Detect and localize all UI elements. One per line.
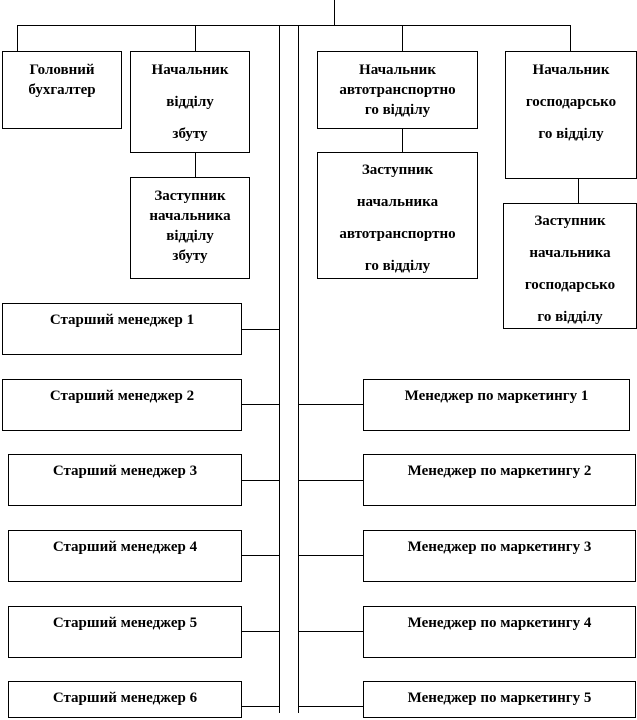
connector-line	[195, 25, 196, 51]
marketing-manager-box: Менеджер по маркетингу 3	[363, 530, 636, 582]
senior-manager-box: Старший менеджер 3	[8, 454, 242, 506]
box-text: бухгалтер	[28, 82, 96, 98]
box-text: Старший менеджер 5	[52, 615, 198, 631]
box-text: Старший менеджер 2	[49, 388, 195, 404]
connector-line	[298, 706, 363, 707]
connector-line	[17, 25, 18, 51]
box-text: автотранспортно	[339, 82, 456, 98]
box-text: Головний	[29, 62, 95, 78]
box-text: Старший менеджер 3	[52, 463, 198, 479]
box-text: Начальник	[151, 62, 229, 78]
marketing-manager-box: Менеджер по маркетингу 2	[363, 454, 636, 506]
box-text: Менеджер по маркетингу 2	[407, 463, 592, 479]
senior-manager-box: Старший менеджер 4	[8, 530, 242, 582]
senior-manager-box: Старший менеджер 1	[2, 303, 242, 355]
box-text: Менеджер по маркетингу 5	[407, 690, 592, 706]
connector-line	[241, 555, 279, 556]
connector-line	[241, 706, 279, 707]
connector-line	[298, 555, 363, 556]
connector-line	[241, 404, 279, 405]
box-text: Начальник	[359, 62, 436, 78]
connector-line	[298, 404, 363, 405]
marketing-manager-box: Менеджер по маркетингу 1	[363, 379, 630, 431]
box-text: го відділу	[364, 258, 431, 274]
connector-line	[298, 480, 363, 481]
box-text: відділу	[166, 228, 214, 244]
box-text: автотранспортно	[339, 226, 456, 242]
box-text: Заступник	[534, 213, 606, 229]
sales-head-box: Начальник відділу збуту	[130, 51, 250, 153]
box-text: Менеджер по маркетингу 4	[407, 615, 592, 631]
box-text: го відділу	[537, 309, 603, 325]
box-text: господарсько	[524, 277, 616, 293]
connector-line	[402, 128, 403, 152]
box-text: начальника	[529, 245, 611, 261]
box-text: Менеджер по маркетингу 3	[407, 539, 592, 555]
transport-head-box: Начальник автотранспортно го відділу	[317, 51, 478, 129]
chief-accountant-box: Головний бухгалтер	[2, 51, 122, 129]
connector-line	[241, 631, 279, 632]
box-text: Заступник	[154, 188, 226, 204]
household-head-box: Начальник господарсько го відділу	[505, 51, 637, 179]
box-text: Старший менеджер 6	[52, 690, 198, 706]
connector-line	[334, 0, 335, 25]
left-trunk-line	[279, 25, 280, 713]
box-text: Начальник	[532, 62, 610, 78]
connector-line	[17, 25, 571, 26]
connector-line	[195, 152, 196, 177]
household-deputy-box: Заступник начальника господарсько го від…	[503, 203, 637, 329]
box-text: Заступник	[361, 162, 434, 178]
connector-line	[241, 329, 279, 330]
box-text: го відділу	[364, 102, 431, 118]
connector-line	[298, 631, 363, 632]
marketing-manager-box: Менеджер по маркетингу 4	[363, 606, 636, 658]
connector-line	[241, 480, 279, 481]
box-text: збуту	[172, 126, 208, 142]
box-text: го відділу	[538, 126, 604, 142]
box-text: начальника	[356, 194, 439, 210]
marketing-manager-box: Менеджер по маркетингу 5	[363, 681, 636, 718]
box-text: Старший менеджер 4	[52, 539, 198, 555]
box-text: відділу	[166, 94, 214, 110]
box-text: збуту	[172, 248, 208, 264]
box-text: господарсько	[525, 94, 617, 110]
sales-deputy-box: Заступник начальника відділу збуту	[130, 177, 250, 279]
transport-deputy-box: Заступник начальника автотранспортно го …	[317, 152, 478, 279]
senior-manager-box: Старший менеджер 2	[2, 379, 242, 431]
connector-line	[570, 25, 571, 51]
box-text: Менеджер по маркетингу 1	[404, 388, 589, 404]
connector-line	[578, 178, 579, 203]
connector-line	[402, 25, 403, 51]
senior-manager-box: Старший менеджер 6	[8, 681, 242, 718]
box-text: начальника	[149, 208, 231, 224]
right-trunk-line	[298, 25, 299, 713]
senior-manager-box: Старший менеджер 5	[8, 606, 242, 658]
box-text: Старший менеджер 1	[49, 312, 195, 328]
